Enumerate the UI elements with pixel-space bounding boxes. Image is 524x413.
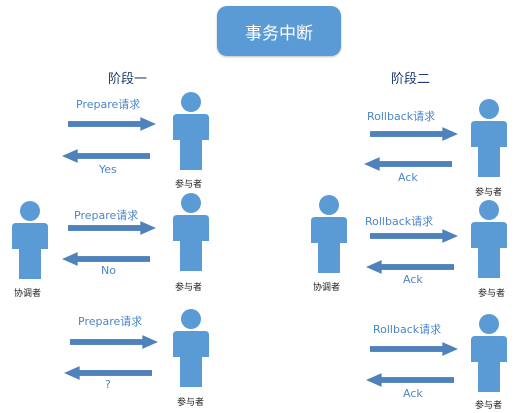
- response-arrow-p1-1: [62, 149, 150, 163]
- participant-label-p2-2: 参与者: [478, 289, 506, 299]
- participant-label-p1-2: 参与者: [175, 283, 203, 293]
- participant-person-icon-p1-2: [173, 193, 209, 271]
- participant-label-p2-3: 参与者: [475, 401, 503, 411]
- request-arrow-p1-2: [68, 221, 156, 235]
- participant-label-p1-3: 参与者: [177, 398, 205, 408]
- request-arrow-p2-3: [370, 342, 458, 356]
- request-arrow-p2-2: [370, 229, 458, 243]
- response-label-p2-1: Ack: [398, 171, 418, 184]
- response-arrow-p2-3: [366, 373, 454, 387]
- coordinator-person-icon-phase2: [311, 195, 347, 273]
- request-label-p1-1: Prepare请求: [76, 98, 141, 111]
- response-label-p1-1: Yes: [99, 163, 117, 176]
- request-label-p1-3: Prepare请求: [78, 315, 143, 328]
- participant-person-icon-p2-3: [471, 314, 507, 392]
- response-label-p1-2: No: [101, 264, 116, 277]
- request-arrow-p1-3: [70, 335, 158, 349]
- participant-person-icon-p2-1: [471, 99, 507, 177]
- request-label-p2-1: Rollback请求: [367, 110, 436, 123]
- response-label-p2-3: Ack: [403, 387, 423, 400]
- response-label-p2-2: Ack: [403, 273, 423, 286]
- phase1-label: 阶段一: [108, 72, 148, 87]
- participant-label-p2-1: 参与者: [475, 188, 503, 198]
- response-label-p1-3: ?: [105, 378, 111, 391]
- participant-person-icon-p1-1: [173, 92, 209, 170]
- participant-label-p1-1: 参与者: [175, 180, 203, 190]
- request-label-p2-3: Rollback请求: [373, 323, 442, 336]
- request-label-p1-2: Prepare请求: [74, 209, 139, 222]
- coordinator-label-phase2: 协调者: [313, 283, 341, 293]
- participant-person-icon-p1-3: [173, 309, 209, 387]
- participant-person-icon-p2-2: [471, 200, 507, 278]
- coordinator-person-icon-phase1: [12, 201, 48, 279]
- phase2-label: 阶段二: [391, 72, 431, 87]
- response-arrow-p2-2: [366, 260, 454, 274]
- coordinator-label-phase1: 协调者: [14, 289, 42, 299]
- request-arrow-p2-1: [370, 127, 458, 141]
- response-arrow-p2-1: [364, 157, 452, 171]
- request-arrow-p1-1: [68, 117, 156, 131]
- diagram-title: 事务中断: [217, 6, 341, 56]
- request-label-p2-2: Rollback请求: [365, 215, 434, 228]
